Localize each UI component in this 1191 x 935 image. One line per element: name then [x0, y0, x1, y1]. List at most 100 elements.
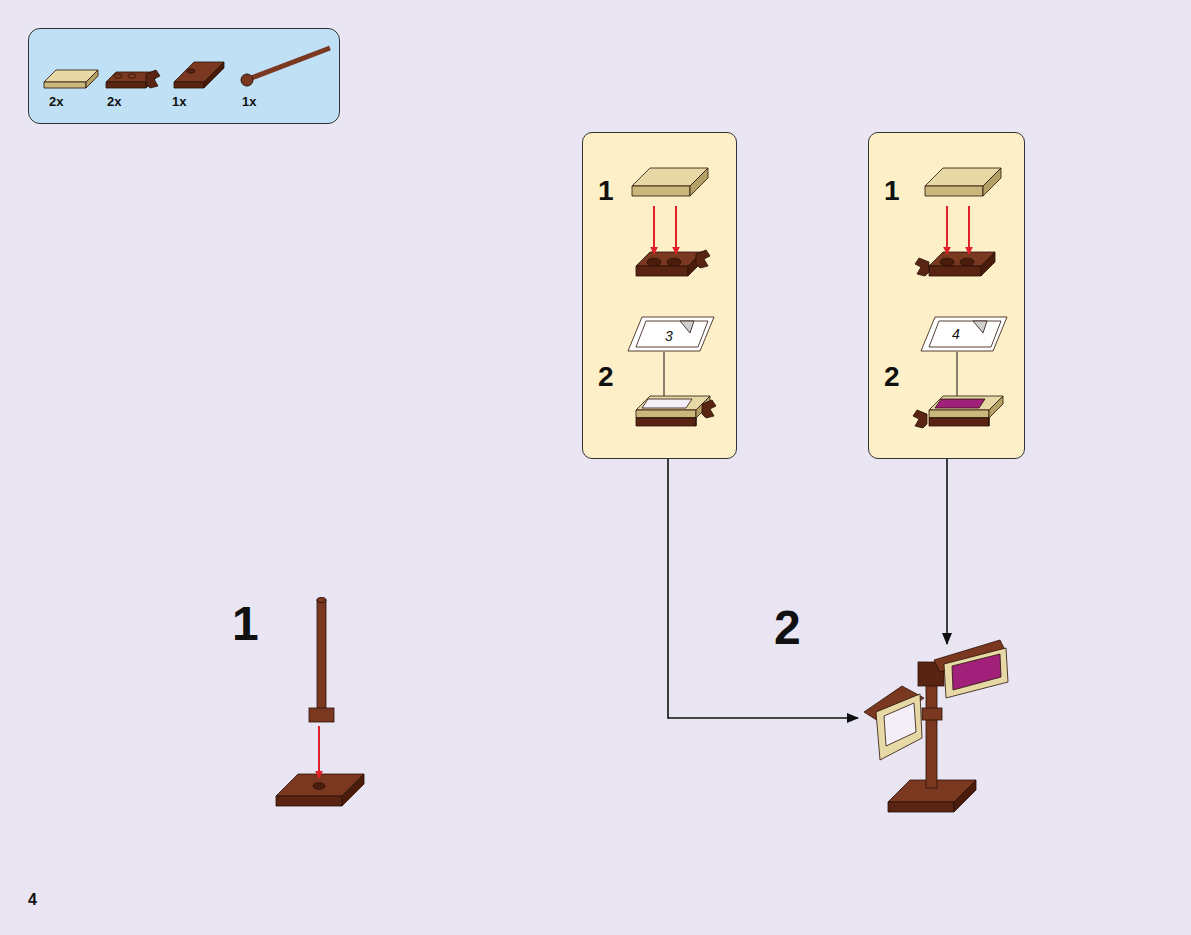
tile-part — [929, 396, 1003, 410]
placement-arrow — [653, 206, 655, 254]
sticker — [935, 399, 985, 408]
leader-line — [664, 352, 665, 396]
placement-arrow — [946, 206, 948, 254]
bar-collar — [918, 662, 944, 686]
sticker — [884, 703, 916, 746]
square-plate-part — [888, 780, 976, 802]
bar-part — [241, 74, 253, 86]
placement-arrow — [675, 206, 677, 254]
square-plate-part — [954, 780, 976, 812]
sub-step-number: 1 — [598, 177, 614, 205]
square-plate-part — [888, 802, 954, 812]
plate-clip-part — [989, 418, 990, 426]
sticker-sheet — [921, 317, 1007, 351]
part-count: 2x — [49, 95, 63, 108]
sub-step-number: 2 — [598, 363, 614, 391]
clip — [702, 400, 716, 418]
bar-part — [926, 676, 937, 788]
sign-tile — [944, 648, 1008, 698]
plate-clip-part — [636, 252, 702, 266]
plate-clip-part — [696, 418, 697, 426]
leader-line — [957, 352, 958, 396]
bar-part — [317, 600, 326, 712]
sticker-curl — [973, 321, 987, 333]
square-plate-part — [204, 62, 224, 88]
tile-part — [44, 70, 98, 82]
plate-clip-part — [636, 418, 696, 426]
plate-clip-part — [688, 252, 702, 276]
square-plate-part — [174, 82, 204, 88]
brick-stud — [647, 258, 661, 266]
plate-clip-part — [146, 72, 156, 88]
sticker — [642, 399, 692, 408]
brick-stud — [187, 69, 195, 73]
sticker-curl — [680, 321, 694, 333]
brick-stud — [960, 258, 974, 266]
plate-clip-part — [929, 418, 989, 426]
plate-clip-part — [929, 418, 989, 419]
brick-stud — [114, 74, 122, 78]
plate-clip-part — [106, 82, 146, 88]
tile-part — [983, 168, 1001, 196]
part-count: 2x — [107, 95, 121, 108]
sign-tile — [876, 694, 922, 760]
sub-step-number: 1 — [884, 177, 900, 205]
bar-collar — [309, 708, 334, 722]
sign-plate — [934, 640, 1006, 672]
plate-clip-part — [636, 418, 696, 419]
sticker — [952, 654, 1001, 690]
tile-part — [989, 396, 1003, 418]
sub-step-panel: 1 2 3 — [582, 132, 737, 459]
placement-arrow — [968, 206, 970, 254]
tile-part — [925, 186, 983, 196]
sub-step-number: 2 — [884, 363, 900, 391]
page-number: 4 — [28, 892, 37, 908]
sign-plate — [864, 686, 924, 726]
tile-part — [636, 410, 696, 418]
sticker-number: 4 — [952, 327, 960, 341]
tile-part — [44, 82, 86, 88]
tile-part — [925, 168, 1001, 186]
sub-step-panel: 1 2 4 — [868, 132, 1025, 459]
part-count: 1x — [242, 95, 256, 108]
sticker-sheet — [636, 321, 708, 347]
bar-collar — [922, 708, 942, 720]
sticker-sheet — [628, 317, 714, 351]
plate-clip-part — [929, 266, 981, 276]
parts-list-box: 2x2x1x1x — [28, 28, 340, 124]
placement-arrow — [318, 726, 320, 778]
brick-stud — [667, 258, 681, 266]
plate-clip-part — [981, 252, 995, 276]
connector-arrow — [946, 459, 948, 644]
plate-clip-part — [636, 266, 688, 276]
brick-stud — [128, 74, 136, 78]
clip — [915, 258, 929, 276]
tile-part — [690, 168, 708, 196]
bar-part — [246, 48, 330, 80]
tile-part — [86, 70, 98, 88]
square-plate-part — [342, 774, 364, 806]
assembly-step: 2 — [858, 640, 1016, 828]
tile-part — [696, 396, 710, 418]
clip — [696, 250, 710, 268]
tile-part — [636, 396, 710, 410]
tile-part — [632, 186, 690, 196]
step-number: 1 — [232, 600, 259, 648]
tile-part — [632, 168, 708, 186]
square-plate-part — [276, 774, 364, 796]
step-number: 2 — [774, 604, 801, 652]
brick-stud — [313, 783, 325, 790]
plate-clip-part — [929, 252, 995, 266]
brick-stud — [940, 258, 954, 266]
square-plate-part — [276, 796, 342, 806]
tile-part — [929, 410, 989, 418]
bar-part — [317, 598, 326, 603]
sticker-number: 3 — [665, 329, 673, 343]
plate-clip-part — [106, 72, 156, 82]
clip — [146, 70, 160, 88]
square-plate-part — [174, 62, 224, 82]
connector-arrow — [668, 459, 858, 718]
clip — [913, 410, 927, 428]
sticker-sheet — [929, 321, 1001, 347]
